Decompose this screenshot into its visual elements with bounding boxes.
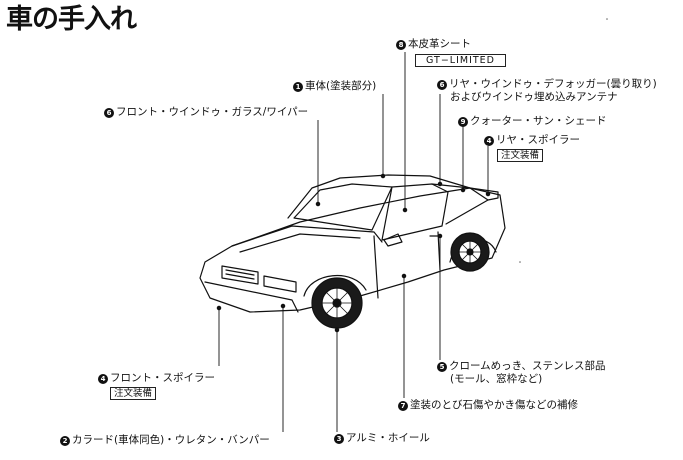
windshield — [293, 183, 393, 231]
side-window — [381, 183, 449, 241]
tag-rear-spoiler-option: 注文装備 — [497, 149, 544, 162]
rear-glass — [431, 183, 489, 225]
page-title: 車の手入れ — [6, 4, 137, 35]
side-mirror — [383, 233, 403, 247]
front-grille — [221, 265, 259, 285]
rear-spoiler-shape — [469, 187, 499, 201]
tag-gt-limited: GT−LIMITED — [415, 54, 506, 67]
tag-front-spoiler-option: 注文装備 — [110, 387, 157, 400]
car-roof — [287, 174, 471, 219]
car-body-outline — [199, 187, 506, 313]
